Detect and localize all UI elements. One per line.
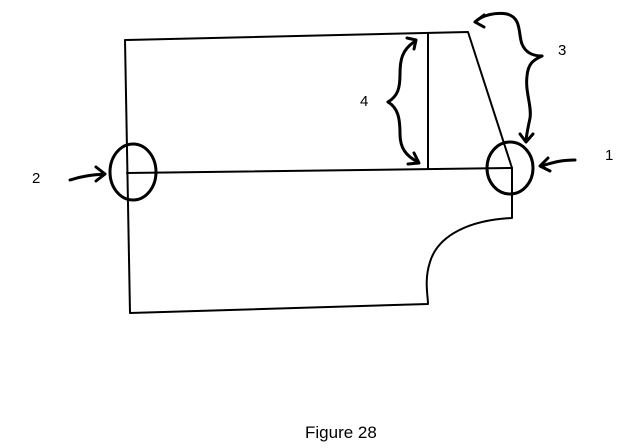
brace-3 xyxy=(473,11,544,144)
center-line xyxy=(126,167,513,174)
circle-right-marker xyxy=(485,140,535,196)
label-4: 4 xyxy=(360,93,368,110)
label-1: 1 xyxy=(605,147,613,164)
arrow-2 xyxy=(68,165,107,183)
brace-4 xyxy=(386,36,421,166)
label-2: 2 xyxy=(32,170,40,187)
label-3: 3 xyxy=(558,42,566,59)
plate-outline xyxy=(124,31,513,314)
arrow-1 xyxy=(538,156,577,173)
circle-left-marker xyxy=(108,142,158,202)
figure-caption: Figure 28 xyxy=(305,423,377,442)
